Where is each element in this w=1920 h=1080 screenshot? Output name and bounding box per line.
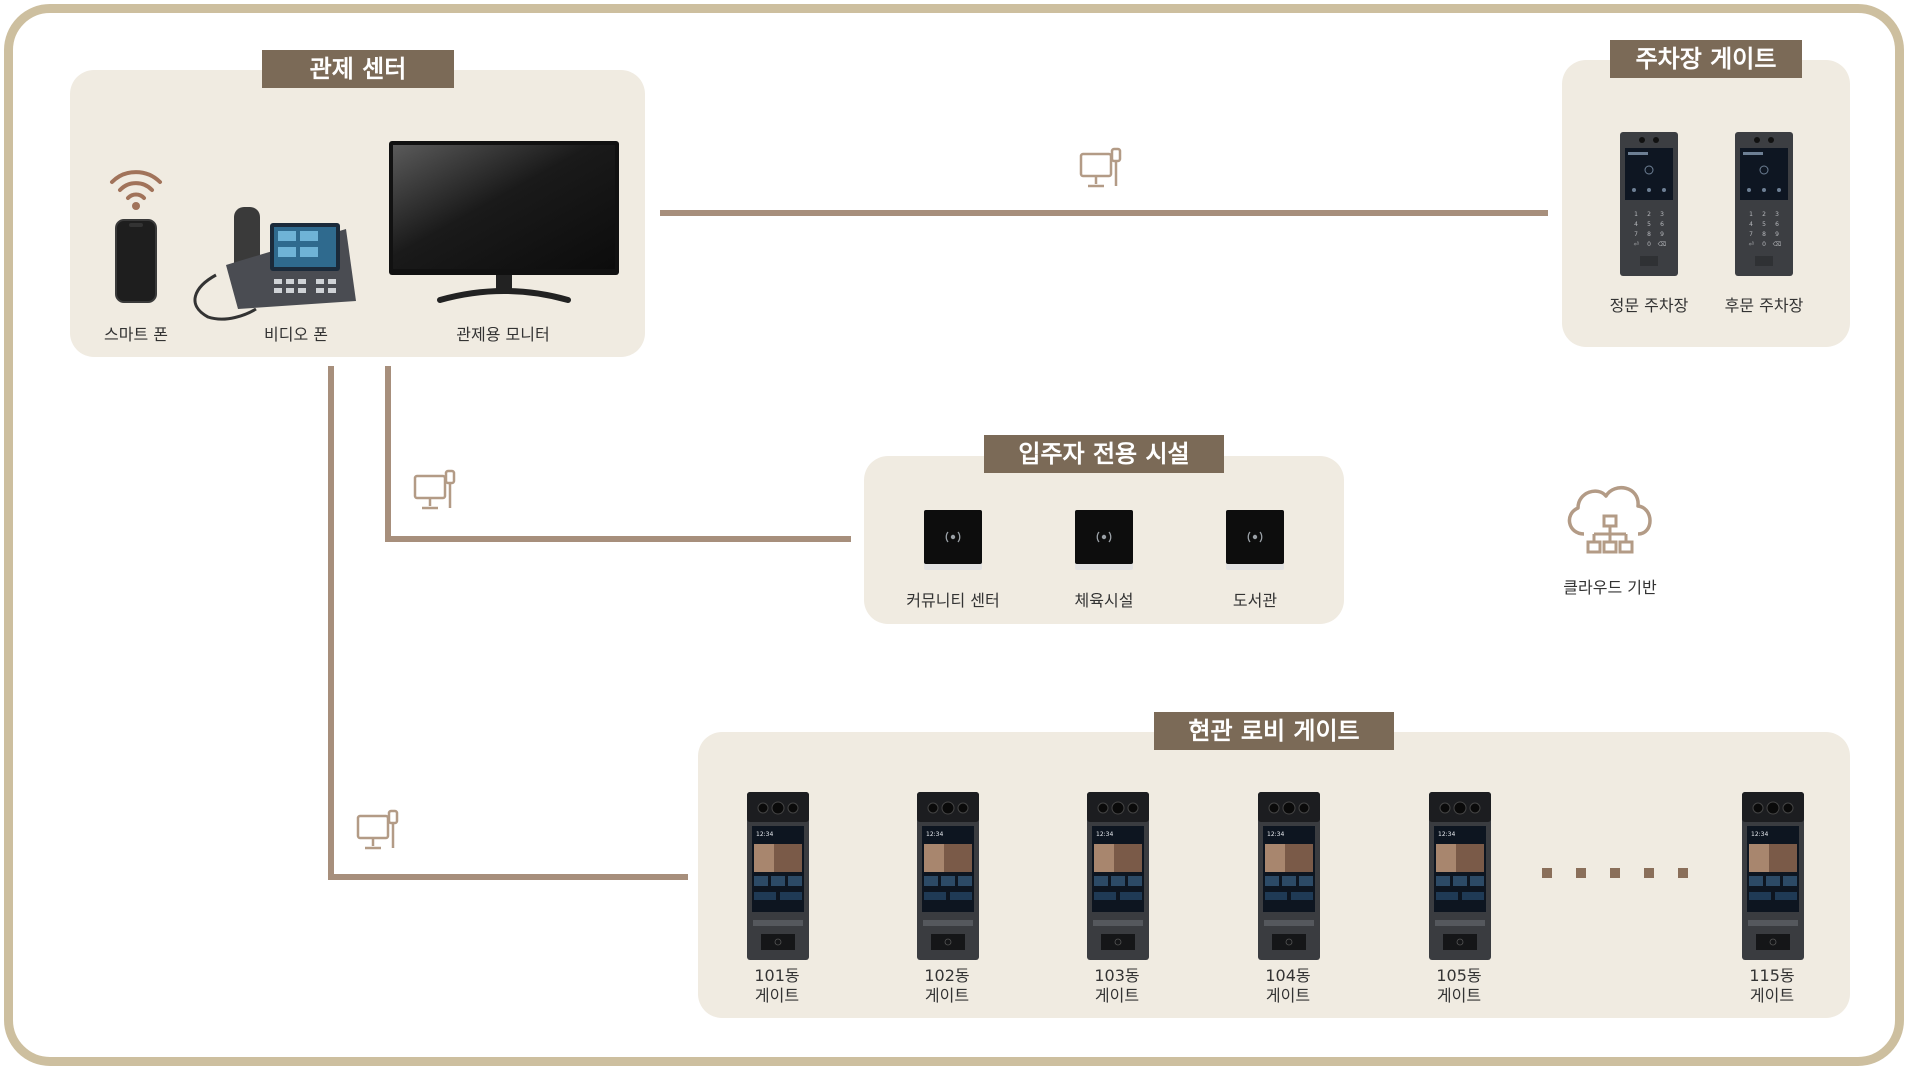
svg-text:12:34: 12:34 — [1438, 831, 1455, 838]
svg-text:3: 3 — [1775, 211, 1779, 218]
video-phone-icon — [193, 207, 356, 321]
lobby-gate-word: 게이트 — [1094, 986, 1140, 1005]
device-label-rear-parking: 후문 주차장 — [1724, 296, 1804, 315]
lobby-gate-label: 103동 게이트 — [1067, 966, 1167, 1006]
lobby-building-number: 115동 — [1749, 966, 1795, 985]
parking-gate-title: 주차장 게이트 — [1610, 40, 1802, 78]
svg-text:⏎: ⏎ — [1748, 241, 1753, 248]
lobby-intercom-icon: 12:34 — [1429, 792, 1491, 960]
lobby-building-number: 105동 — [1436, 966, 1482, 985]
lobby-gate-label: 102동 게이트 — [897, 966, 997, 1006]
monitor-icon — [389, 141, 619, 303]
svg-text:7: 7 — [1749, 231, 1753, 238]
svg-text:0: 0 — [1762, 241, 1766, 248]
connector-control-to-facilities-vertical — [385, 366, 391, 542]
svg-text:6: 6 — [1660, 221, 1664, 228]
svg-text:8: 8 — [1647, 231, 1651, 238]
lobby-building-number: 104동 — [1265, 966, 1311, 985]
lobby-gate-word: 게이트 — [1265, 986, 1311, 1005]
svg-text:3: 3 — [1660, 211, 1664, 218]
lobby-gate-label: 101동 게이트 — [727, 966, 827, 1006]
lobby-gate-label: 105동 게이트 — [1409, 966, 1509, 1006]
ellipsis-dots — [1542, 868, 1688, 878]
connector-control-to-lobby-horizontal — [328, 874, 688, 880]
keypad-intercom-icon: 1 2 3 4 5 6 7 8 9 ⏎ 0 ⌫ — [1620, 132, 1678, 276]
connector-control-to-facilities-horizontal — [385, 536, 851, 542]
svg-text:4: 4 — [1634, 221, 1638, 228]
device-label-community-center: 커뮤니티 센터 — [906, 591, 1000, 610]
lobby-gate-word: 게이트 — [1436, 986, 1482, 1005]
cloud-label: 클라우드 기반 — [1563, 578, 1657, 597]
svg-text:2: 2 — [1647, 211, 1651, 218]
smartphone-icon — [115, 219, 157, 303]
svg-text:2: 2 — [1762, 211, 1766, 218]
svg-text:1: 1 — [1634, 211, 1638, 218]
keypad-intercom-icon: 1 2 3 4 5 6 7 8 9 ⏎ 0 ⌫ — [1735, 132, 1793, 276]
svg-text:12:34: 12:34 — [1751, 831, 1768, 838]
device-label-video-phone: 비디오 폰 — [264, 325, 328, 344]
card-reader-icon — [924, 510, 982, 570]
lobby-gate-label: 115동 게이트 — [1722, 966, 1822, 1006]
svg-text:⌫: ⌫ — [1657, 241, 1666, 248]
lobby-intercom-icon: 12:34 — [917, 792, 979, 960]
lobby-building-number: 102동 — [924, 966, 970, 985]
svg-text:⏎: ⏎ — [1633, 241, 1638, 248]
device-label-library: 도서관 — [1232, 591, 1278, 610]
network-computer-icon — [1079, 147, 1122, 188]
svg-text:12:34: 12:34 — [926, 831, 943, 838]
lobby-intercom-icon: 12:34 — [747, 792, 809, 960]
lobby-gate-label: 104동 게이트 — [1238, 966, 1338, 1006]
wifi-icon — [110, 170, 162, 210]
svg-text:0: 0 — [1647, 241, 1651, 248]
device-label-smartphone: 스마트 폰 — [104, 325, 168, 344]
svg-text:9: 9 — [1775, 231, 1779, 238]
svg-text:5: 5 — [1647, 221, 1651, 228]
resident-facilities-title: 입주자 전용 시설 — [984, 435, 1224, 473]
lobby-intercom-icon: 12:34 — [1258, 792, 1320, 960]
device-label-sports-facility: 체육시설 — [1074, 591, 1134, 610]
device-label-front-parking: 정문 주차장 — [1609, 296, 1689, 315]
connector-control-to-lobby-vertical — [328, 366, 334, 880]
lobby-intercom-icon: 12:34 — [1087, 792, 1149, 960]
network-computer-icon — [356, 809, 399, 850]
svg-text:6: 6 — [1775, 221, 1779, 228]
cloud-network-icon — [1567, 485, 1652, 554]
svg-text:12:34: 12:34 — [1096, 831, 1113, 838]
svg-text:4: 4 — [1749, 221, 1753, 228]
device-label-monitor: 관제용 모니터 — [456, 325, 550, 344]
svg-text:8: 8 — [1762, 231, 1766, 238]
svg-text:12:34: 12:34 — [1267, 831, 1284, 838]
svg-text:⌫: ⌫ — [1772, 241, 1781, 248]
lobby-intercom-icon: 12:34 — [1742, 792, 1804, 960]
lobby-gate-word: 게이트 — [754, 986, 800, 1005]
lobby-gate-title: 현관 로비 게이트 — [1154, 712, 1394, 750]
lobby-gate-word: 게이트 — [924, 986, 970, 1005]
lobby-building-number: 101동 — [754, 966, 800, 985]
svg-text:7: 7 — [1634, 231, 1638, 238]
control-center-title: 관제 센터 — [262, 50, 454, 88]
svg-text:9: 9 — [1660, 231, 1664, 238]
svg-text:12:34: 12:34 — [756, 831, 773, 838]
network-computer-icon — [413, 469, 456, 510]
svg-text:5: 5 — [1762, 221, 1766, 228]
lobby-building-number: 103동 — [1094, 966, 1140, 985]
card-reader-icon — [1226, 510, 1284, 570]
svg-text:1: 1 — [1749, 211, 1753, 218]
connector-control-to-parking — [660, 210, 1548, 216]
card-reader-icon — [1075, 510, 1133, 570]
parking-gate-panel — [1562, 60, 1850, 347]
lobby-gate-word: 게이트 — [1749, 986, 1795, 1005]
